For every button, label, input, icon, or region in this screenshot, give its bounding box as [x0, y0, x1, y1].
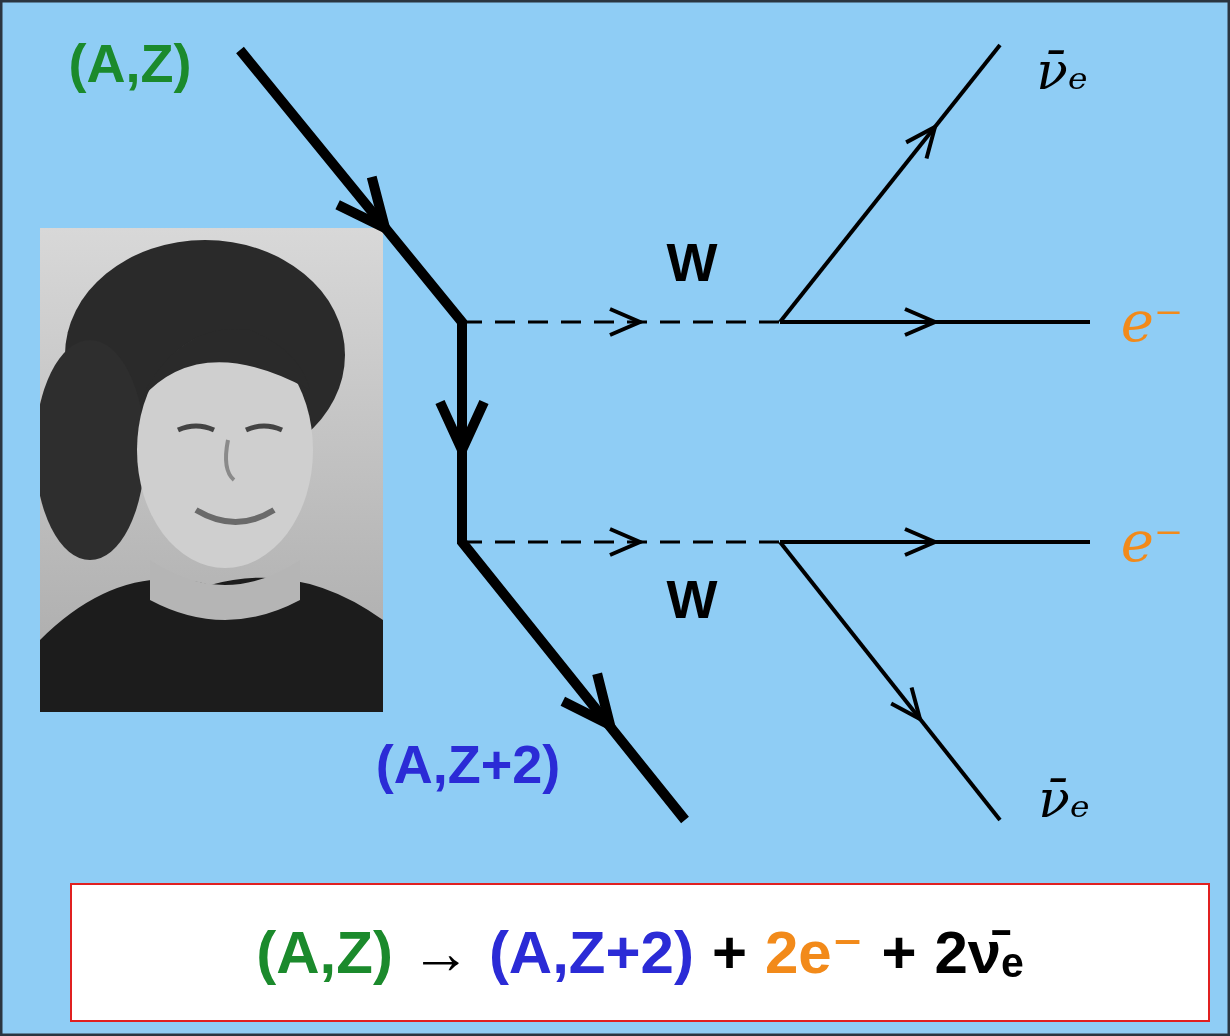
arrow-head	[338, 177, 402, 242]
w-propagator	[462, 541, 780, 544]
arrow-head	[610, 529, 640, 555]
equation-term: →	[411, 920, 471, 986]
photo-hair	[40, 340, 145, 560]
equation-term: +	[881, 920, 916, 986]
photo-eye	[178, 426, 214, 430]
w-propagator	[462, 321, 780, 324]
equation-term: 2ν̄ₑ	[934, 920, 1023, 986]
photo-eye	[246, 426, 282, 430]
arrow-head	[563, 674, 627, 739]
equation-term: (A,Z)	[256, 920, 393, 986]
portrait-photo	[40, 228, 383, 712]
arrow-head	[440, 402, 484, 450]
antineutrino-line	[780, 542, 1000, 820]
antineutrino-line	[780, 45, 1000, 322]
arrow-head	[905, 529, 935, 555]
particle-label: e⁻	[1121, 511, 1184, 573]
boson-label: W	[667, 233, 718, 292]
arrow-head	[905, 309, 935, 335]
arrow-head	[891, 687, 930, 727]
equation-term: 2e⁻	[765, 920, 863, 986]
equation-term: (A,Z+2)	[489, 920, 694, 986]
arrow-head	[610, 309, 640, 335]
equation-box: (A,Z) → (A,Z+2) +2e⁻ +2ν̄ₑ	[70, 883, 1210, 1022]
boson-label: W	[667, 570, 718, 629]
photo-nose	[226, 440, 234, 480]
nucleus-label: (A,Z)	[69, 34, 192, 93]
arrow-head	[906, 119, 945, 159]
nucleus-label: (A,Z+2)	[376, 735, 561, 794]
particle-label: e⁻	[1121, 291, 1184, 353]
equation-term: +	[712, 920, 747, 986]
photo-mouth	[196, 510, 274, 522]
photo-neck	[150, 560, 300, 620]
particle-label: ν̄ₑ	[1036, 43, 1088, 100]
particle-label: ν̄ₑ	[1038, 771, 1090, 828]
photo-fringe	[140, 329, 310, 400]
nucleus-line	[240, 50, 685, 820]
